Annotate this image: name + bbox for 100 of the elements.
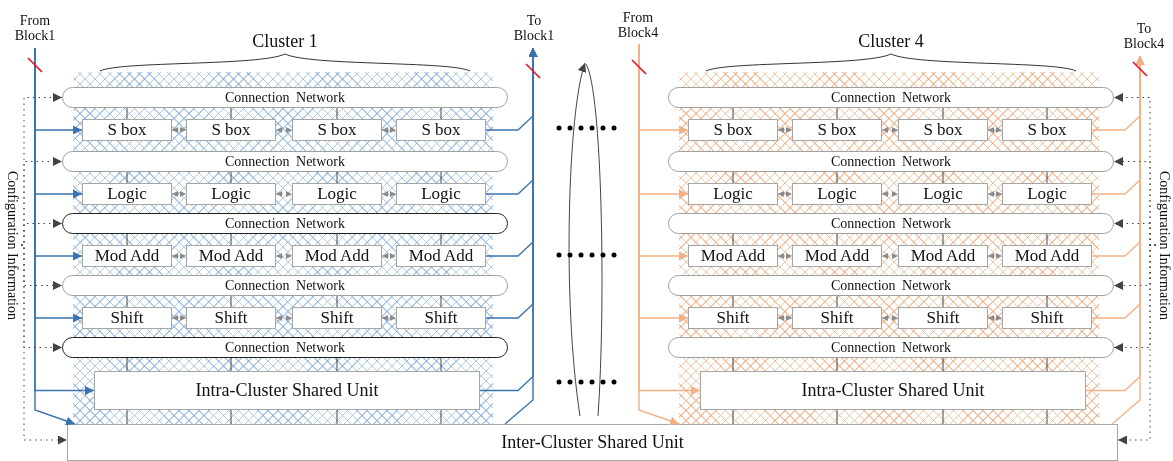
unit-box: S box — [898, 119, 988, 141]
double-arrow — [275, 253, 293, 259]
double-arrow — [777, 191, 793, 197]
connector-line — [336, 357, 338, 372]
double-arrow — [881, 253, 899, 259]
double-arrow — [881, 191, 899, 197]
unit-box: Mod Add — [396, 245, 486, 267]
double-arrow — [381, 191, 397, 197]
double-arrow — [171, 315, 187, 321]
connector-line — [732, 357, 734, 372]
double-arrow — [987, 253, 1003, 259]
unit-box: Logic — [186, 183, 276, 205]
connector-line — [942, 107, 944, 120]
unit-box: S box — [292, 119, 382, 141]
double-arrow — [987, 191, 1003, 197]
double-arrow — [171, 127, 187, 133]
unit-box: Shift — [396, 307, 486, 329]
unit-box: Shift — [292, 307, 382, 329]
unit-box: Shift — [82, 307, 172, 329]
double-arrow — [275, 315, 293, 321]
rounded-bar: Connection Network — [668, 213, 1114, 234]
connector-line — [336, 171, 338, 184]
connector-line — [126, 409, 128, 425]
connector-line — [1046, 171, 1048, 184]
connector-line — [732, 107, 734, 120]
double-arrow — [777, 127, 793, 133]
rounded-bar: Connection Network — [668, 337, 1114, 358]
double-arrow — [777, 253, 793, 259]
connector-line — [230, 295, 232, 308]
double-arrow — [171, 253, 187, 259]
double-arrow — [171, 191, 187, 197]
arrow — [1111, 55, 1145, 425]
unit-box: Shift — [1002, 307, 1092, 329]
connector-line — [230, 107, 232, 120]
arrow — [504, 47, 538, 425]
rounded-bar: Connection Network — [668, 275, 1114, 296]
connector-line — [836, 233, 838, 246]
double-arrow — [381, 127, 397, 133]
rounded-bar: Connection Network — [62, 151, 508, 172]
connector-line — [126, 295, 128, 308]
rounded-bar: Connection Network — [668, 87, 1114, 108]
unit-box: Mod Add — [186, 245, 276, 267]
unit-box: S box — [82, 119, 172, 141]
unit-box: Mod Add — [688, 245, 778, 267]
unit-box: Shift — [792, 307, 882, 329]
unit-box: Mod Add — [82, 245, 172, 267]
unit-box: Shift — [186, 307, 276, 329]
cluster-title: Cluster 4 — [857, 30, 925, 52]
connector-line — [440, 357, 442, 372]
unit-box: Mod Add — [1002, 245, 1092, 267]
connector-line — [836, 107, 838, 120]
connector-line — [126, 107, 128, 120]
rounded-bar: Connection Network — [62, 275, 508, 296]
double-arrow — [881, 315, 899, 321]
unit-box: S box — [396, 119, 486, 141]
unit-box: Logic — [1002, 183, 1092, 205]
unit-box: Logic — [82, 183, 172, 205]
unit-box: Intra-Cluster Shared Unit — [700, 371, 1086, 410]
connector-line — [732, 233, 734, 246]
vertical-label: Configuration Information — [1156, 110, 1173, 380]
unit-box: S box — [186, 119, 276, 141]
arrow — [34, 47, 76, 426]
unit-box: Logic — [898, 183, 988, 205]
connector-line — [836, 409, 838, 425]
connector-line — [336, 295, 338, 308]
rounded-bar: Connection Network — [62, 87, 508, 108]
vertical-label: Configuration Information — [4, 110, 21, 380]
connector-line — [440, 171, 442, 184]
unit-box: Logic — [688, 183, 778, 205]
connector-line — [836, 295, 838, 308]
bus-label: To Block4 — [1116, 16, 1172, 56]
unit-box: Mod Add — [898, 245, 988, 267]
rounded-bar: Connection Network — [62, 213, 508, 234]
bus-label: From Block1 — [10, 8, 60, 48]
double-arrow — [987, 127, 1003, 133]
double-arrow — [275, 127, 293, 133]
connector-line — [440, 107, 442, 120]
bus-label: To Block1 — [512, 8, 556, 48]
rounded-bar: Connection Network — [668, 151, 1114, 172]
connector-line — [1046, 357, 1048, 372]
double-arrow — [381, 253, 397, 259]
connector-line — [942, 171, 944, 184]
bus-label: From Block4 — [612, 6, 664, 44]
connector-line — [732, 171, 734, 184]
unit-box: Logic — [396, 183, 486, 205]
connector-line — [942, 357, 944, 372]
unit-box: Shift — [688, 307, 778, 329]
cluster-title: Cluster 1 — [251, 30, 319, 52]
unit-box: Logic — [792, 183, 882, 205]
connector-line — [230, 233, 232, 246]
unit-box: Intra-Cluster Shared Unit — [94, 371, 480, 410]
unit-box: S box — [792, 119, 882, 141]
connector-line — [230, 171, 232, 184]
unit-box: Mod Add — [792, 245, 882, 267]
connector-line — [336, 107, 338, 120]
connector-line — [230, 409, 232, 425]
arrow — [1117, 244, 1157, 445]
double-arrow — [275, 191, 293, 197]
connector-line — [942, 409, 944, 425]
connector-line — [732, 295, 734, 308]
